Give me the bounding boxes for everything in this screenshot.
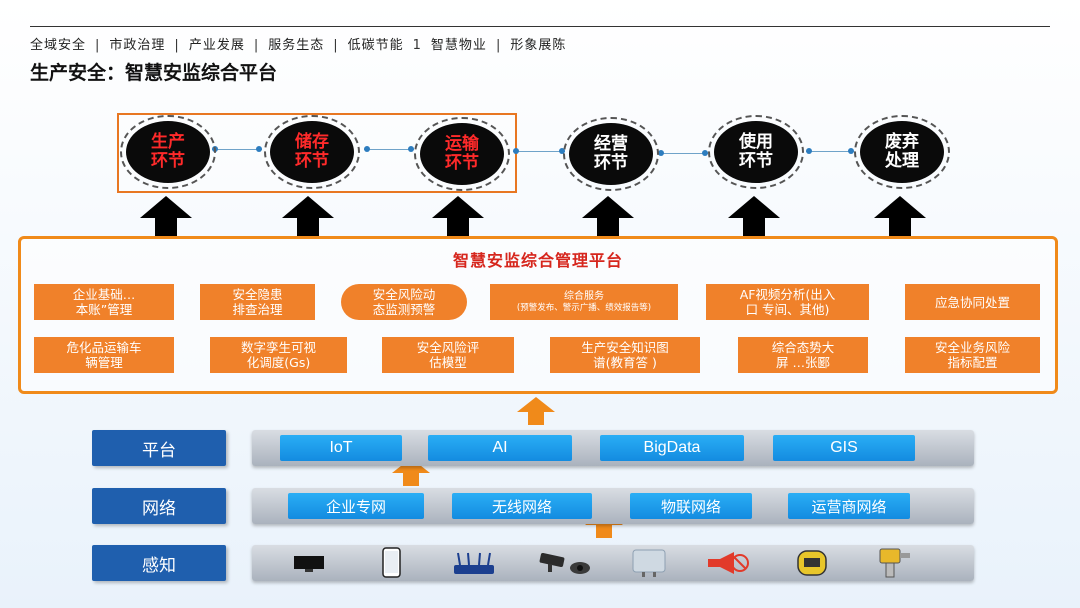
module-label: 危化品运输车 [66,340,142,355]
nav-item-municipal-governance[interactable]: 市政治理 [109,38,166,53]
module-label: 态监测预警 [372,302,436,317]
chip-wireless-network[interactable]: 无线网络 [452,493,592,519]
stage-label: 环节 [739,151,773,171]
access-point-icon [632,549,666,577]
module-label: 屏 …张郾 [776,355,830,370]
module-risk-monitoring[interactable]: 安全风险动态监测预警 [341,284,467,320]
chip-enterprise-network[interactable]: 企业专网 [288,493,424,519]
stage-disposal: 废弃处理 [854,115,950,189]
nav-separator: | [495,38,502,53]
module-risk-indicator-config[interactable]: 安全业务风险指标配置 [905,337,1040,373]
nav-item-industry-development[interactable]: 产业发展 [188,38,245,53]
stage-label: 处理 [885,151,919,171]
stage-connector [658,150,708,156]
gas-detector-icon [797,550,827,576]
module-label: 估模型 [429,355,467,370]
platform-title: 智慧安监综合管理平台 [452,251,623,270]
nav-separator: | [333,38,339,53]
module-label: 谱(教育答 ) [593,355,657,370]
stage-label: 经营 [594,134,628,154]
layer-label-network: 网络 [92,488,226,524]
module-hazmat-vehicles[interactable]: 危化品运输车辆管理 [34,337,174,373]
management-platform-panel: 智慧安监综合管理平台 [18,236,1058,394]
cctv-camera-icon [539,552,590,574]
module-video-analysis[interactable]: AF视频分析(出入口 专间、其他) [706,284,869,320]
stage-connector [364,146,414,152]
module-situation-screen[interactable]: 综合态势大屏 …张郾 [738,337,868,373]
module-label: 企业基础… [72,287,136,302]
stage-connector [212,146,262,152]
phone-icon [382,547,401,578]
module-label: 化调度(Gs) [246,355,311,370]
stage-label: 运输 [445,134,479,154]
module-label: 应急协同处置 [934,294,1010,310]
chip-bigdata[interactable]: BigData [600,435,744,461]
module-hazard-investigation[interactable]: 安全隐患排查治理 [200,284,315,320]
nav-item-service-ecology[interactable]: 服务生态 [268,38,325,53]
module-label: 安全业务风险 [934,340,1010,355]
loudspeaker-icon [708,552,749,574]
layer-label-perception: 感知 [92,545,226,581]
module-emergency-response[interactable]: 应急协同处置 [905,284,1040,320]
module-enterprise-ledger[interactable]: 企业基础…本账”管理 [34,284,174,320]
module-integrated-service[interactable]: 综合服务(预警发布、警示广播、绩效报告等) [490,284,678,320]
nav-item-image-exhibition[interactable]: 形象展陈 [510,38,567,53]
module-label: 辆管理 [85,355,123,370]
module-label: 安全风险动 [372,287,436,302]
stage-label: 环节 [594,153,628,173]
module-knowledge-graph[interactable]: 生产安全知识图谱(教育答 ) [550,337,700,373]
stage-label: 生产 [151,132,185,152]
stage-label: 环节 [445,153,479,173]
stage-label: 环节 [151,151,185,171]
monitor-icon [294,556,324,572]
stage-production: 生产环节 [120,115,216,189]
module-label: 安全风险评 [416,340,480,355]
module-digital-twin[interactable]: 数字孪生可视化调度(Gs) [210,337,347,373]
page-title: 生产安全：智慧安监综合平台 [30,62,278,84]
stage-usage: 使用环节 [708,115,804,189]
nav-separator: | [174,38,180,53]
stage-storage: 储存环节 [264,115,360,189]
layer-bar-platform: IoT AI BigData GIS [252,430,974,466]
nav-item-smart-property[interactable]: 智慧物业 [430,38,487,53]
module-label: 本账”管理 [75,302,133,317]
nav-separator: 1 [412,38,422,53]
module-risk-assessment[interactable]: 安全风险评估模型 [382,337,514,373]
module-label: 生产安全知识图 [581,340,669,355]
module-label: 排查治理 [232,302,283,317]
layer-bar-network: 企业专网 无线网络 物联网络 运营商网络 [252,488,974,524]
router-icon [454,552,494,574]
nav-separator: | [253,38,260,53]
chip-ai[interactable]: AI [428,435,572,461]
stage-label: 储存 [295,132,329,152]
module-label: 综合态势大 [771,340,835,355]
chip-carrier-network[interactable]: 运营商网络 [788,493,910,519]
chip-gis[interactable]: GIS [773,435,915,461]
layer-label-platform: 平台 [92,430,226,466]
layer-bar-perception [252,545,974,581]
nav-item-all-domain-security[interactable]: 全域安全 [30,38,87,53]
stage-operation: 经营环节 [563,117,659,191]
nav-item-low-carbon[interactable]: 低碳节能 [347,38,404,53]
module-label: 综合服务 [564,291,604,302]
module-label: AF视频分析(出入 [739,287,836,302]
chip-iot-network[interactable]: 物联网络 [630,493,752,519]
nav-separator: | [95,38,101,53]
stage-connector [806,148,854,154]
stage-connector [513,148,565,154]
stage-label: 环节 [295,151,329,171]
module-label: 安全隐患 [232,287,283,302]
module-label: 数字孪生可视 [240,340,316,355]
stage-label: 废弃 [885,132,919,152]
stage-transport: 运输环节 [414,117,510,191]
header-rule [30,26,1050,27]
stage-label: 使用 [739,132,773,152]
chip-iot[interactable]: IoT [280,435,402,461]
sensor-probe-icon [879,548,910,578]
module-label: 指标配置 [947,355,998,370]
top-nav: 全域安全 | 市政治理 | 产业发展 | 服务生态 | 低碳节能 1 智慧物业 | 形象展陈 [30,34,566,53]
module-label: 口 专间、其他) [745,302,830,317]
module-label: (预警发布、警示广播、绩效报告等) [516,303,652,313]
